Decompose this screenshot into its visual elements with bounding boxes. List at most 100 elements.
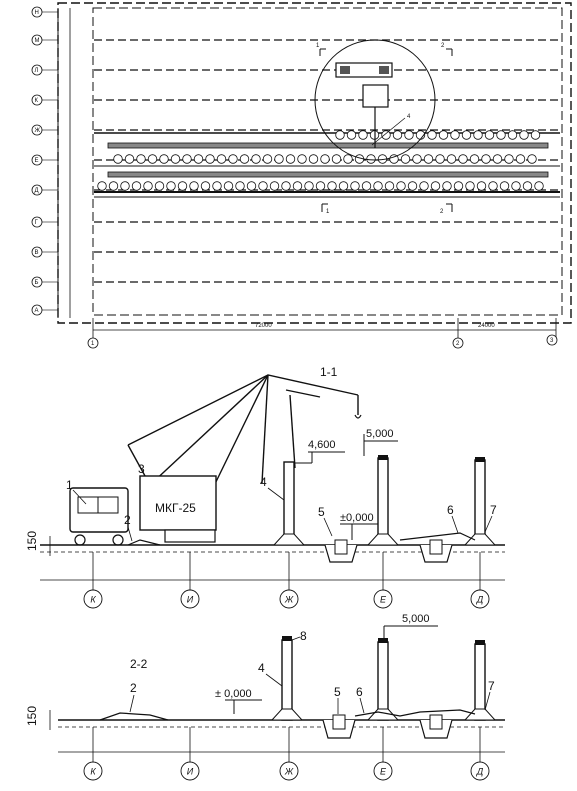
callout-8: 8	[300, 629, 307, 643]
callout-7: 7	[488, 679, 495, 693]
column-e	[377, 457, 389, 545]
slab-marker	[166, 181, 176, 191]
slab-marker	[438, 130, 449, 140]
svg-text:5,000: 5,000	[402, 613, 430, 625]
slab-marker	[285, 154, 296, 164]
slab-marker	[412, 154, 422, 164]
slab-marker	[507, 130, 518, 140]
section-cut-1-top: 1	[316, 43, 326, 56]
slab-strip-lower	[107, 171, 549, 178]
slab-marker	[389, 154, 399, 164]
slab-marker	[522, 181, 533, 191]
slab-marker	[108, 181, 119, 191]
svg-text:Б: Б	[35, 280, 39, 286]
slab-marker	[297, 154, 307, 164]
column-cap	[378, 638, 388, 643]
column-e-2	[377, 641, 389, 721]
slab-marker	[205, 154, 215, 164]
svg-text:2: 2	[441, 43, 445, 49]
slab-marker	[461, 130, 472, 140]
dimension-label-right: 24000	[478, 323, 495, 329]
slab-marker	[396, 181, 406, 191]
slab-marker	[159, 154, 169, 164]
svg-text:Л: Л	[35, 68, 39, 74]
dimension-label-left: 72000	[255, 323, 272, 329]
slab-marker	[335, 130, 345, 140]
slab-marker	[235, 181, 245, 191]
slab-6-2	[354, 709, 476, 717]
plan-axis-marker: В	[31, 246, 58, 258]
elevation-5000-2: 5,000	[383, 613, 438, 640]
slab-marker	[97, 181, 107, 191]
column-axis-marker-3: 3	[546, 334, 558, 346]
axis-marker: Д	[470, 727, 490, 781]
crane-model-label: МКГ-25	[155, 501, 196, 515]
elevation-zero: ±0,000	[340, 512, 378, 540]
plan-axis-marker: А	[31, 304, 58, 316]
slab-markers-row-1	[335, 130, 541, 140]
section-1-callouts: 1 2 3 4 5 6 7	[66, 462, 497, 542]
footing	[463, 533, 497, 546]
section-cut-2-bottom: 2	[440, 203, 453, 215]
slab-marker	[246, 181, 257, 191]
svg-text:Д: Д	[476, 595, 484, 605]
slab-marker	[427, 130, 437, 140]
slab-marker	[404, 130, 414, 140]
slab-marker	[392, 130, 403, 140]
slab-marker	[143, 181, 153, 191]
slab-marker	[193, 154, 204, 164]
crane-boom	[127, 374, 359, 491]
axis-marker: К	[83, 552, 103, 609]
slab-marker	[200, 181, 211, 191]
trench-block	[429, 539, 443, 555]
callout-4: 4	[260, 475, 267, 489]
column-cap-8	[282, 636, 292, 641]
svg-text:Ж: Ж	[284, 767, 294, 777]
slab-marker	[458, 154, 468, 164]
plan-axis-marker: Г	[31, 216, 58, 228]
svg-text:Е: Е	[35, 158, 39, 164]
svg-text:± 0,000: ± 0,000	[215, 688, 252, 700]
callout-1: 1	[66, 478, 73, 492]
slab-marker	[346, 130, 357, 140]
slab-marker	[304, 181, 314, 191]
svg-text:Д: Д	[476, 767, 484, 777]
slab-marker	[488, 181, 498, 191]
svg-text:К: К	[90, 595, 96, 605]
section-2-title: 2-2	[130, 657, 148, 671]
slab-marker	[511, 181, 521, 191]
slab-marker	[469, 154, 480, 164]
slab-marker	[534, 181, 544, 191]
trench-block	[332, 714, 346, 730]
svg-text:А: А	[35, 308, 39, 314]
slab-marker	[442, 181, 452, 191]
footing	[463, 708, 497, 721]
svg-text:±0,000: ±0,000	[340, 512, 374, 524]
slab-marker	[120, 181, 130, 191]
slab-marker	[366, 154, 376, 164]
slab-marker	[423, 154, 434, 164]
slab-marker	[292, 181, 303, 191]
column-axis-marker-2: 2	[452, 337, 464, 349]
axis-marker: Ж	[279, 727, 299, 781]
svg-text:Е: Е	[380, 767, 387, 777]
column-8	[281, 639, 293, 721]
axis-marker: Д	[470, 552, 490, 609]
slab-marker	[446, 154, 457, 164]
slab-marker	[320, 154, 330, 164]
svg-text:М: М	[35, 38, 40, 44]
slab-marker	[373, 181, 383, 191]
height-mark-2: 150	[25, 706, 39, 726]
svg-text:1: 1	[326, 209, 330, 215]
slab-marker	[496, 130, 506, 140]
svg-text:Д: Д	[35, 188, 39, 194]
slab-marker	[223, 181, 234, 191]
slab-marker	[131, 181, 142, 191]
axis-marker: Е	[373, 552, 393, 609]
slab-marker	[481, 154, 491, 164]
callout-4: 4	[258, 661, 265, 675]
footing	[366, 533, 400, 546]
